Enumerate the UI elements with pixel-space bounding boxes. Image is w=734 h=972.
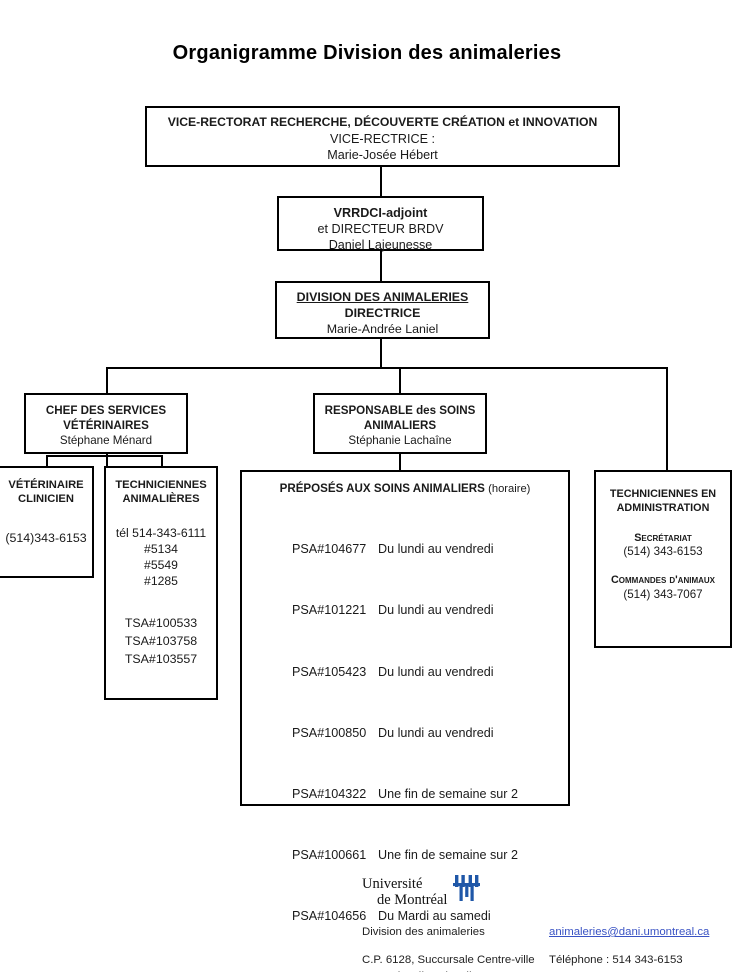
box-vrrdci-line2: et DIRECTEUR BRDV bbox=[317, 222, 444, 237]
connector-level3-bus bbox=[106, 367, 668, 369]
connector-chef-bus bbox=[46, 455, 162, 457]
list-item: PSA#100850 Du lundi au vendredi bbox=[264, 702, 568, 763]
udem-logo: Université de Montréal bbox=[362, 874, 482, 908]
preposes-schedule-3: Du lundi au vendredi bbox=[378, 725, 494, 740]
udem-crest-icon bbox=[452, 874, 482, 907]
udem-logo-text: Université de Montréal bbox=[362, 876, 447, 908]
box-vrrdci-line1: VRRDCI-adjoint bbox=[333, 206, 428, 220]
techniciennes-tel-1: #5134 bbox=[144, 541, 178, 556]
techniciennes-tel-3: #1285 bbox=[144, 573, 178, 588]
preposes-id-0: PSA#104677 bbox=[292, 542, 367, 557]
list-item: PSA#104322 Une fin de semaine sur 2 bbox=[264, 764, 568, 825]
preposes-heading: PRÉPOSÉS AUX SOINS ANIMALIERS (horaire) bbox=[242, 482, 568, 497]
box-admin-line1: TECHNICIENNES EN bbox=[609, 488, 717, 500]
udem-logo-line1: Université bbox=[362, 876, 423, 892]
box-division-line3: Marie-Andrée Laniel bbox=[326, 321, 439, 336]
box-techniciennes-line2: ANIMALIÈRES bbox=[122, 493, 200, 506]
box-chef-line1: CHEF DES SERVICES bbox=[45, 404, 167, 417]
preposes-id-6: PSA#104656 bbox=[292, 909, 367, 924]
techniciennes-tel-0: tél 514-343-6111 bbox=[115, 525, 207, 540]
connector-division-stem bbox=[380, 339, 382, 368]
list-item: PSA#106288Du jeudi au lundi bbox=[264, 947, 568, 972]
box-techniciennes-animalieres: TECHNICIENNES ANIMALIÈRES tél 514-343-61… bbox=[104, 466, 218, 700]
box-veterinaire-line1: VÉTÉRINAIRE bbox=[8, 479, 84, 491]
box-admin-secretariat-label: Secrétariat bbox=[634, 531, 692, 544]
box-veterinaire-phone: (514)343-6153 bbox=[5, 530, 87, 545]
techniciennes-tel-2: #5549 bbox=[144, 557, 178, 572]
preposes-schedule-5: Une fin de semaine sur 2 bbox=[378, 848, 519, 863]
preposes-id-3: PSA#100850 bbox=[292, 725, 367, 740]
box-veterinaire-clinicien: VÉTÉRINAIRE CLINICIEN (514)343-6153 bbox=[0, 466, 94, 578]
preposes-id-1: PSA#101221 bbox=[292, 603, 367, 618]
box-vice-rectorat-line3: Marie-Josée Hébert bbox=[327, 147, 438, 162]
box-admin-line2: ADMINISTRATION bbox=[616, 501, 710, 514]
footer-telephone: Téléphone : 514 343-6153 bbox=[549, 954, 683, 966]
footer-address-line1: C.P. 6128, Succursale Centre-ville bbox=[362, 954, 535, 966]
box-vice-rectorat-line2: VICE-RECTRICE : bbox=[330, 131, 435, 146]
connector-chef-stem bbox=[106, 454, 108, 466]
footer-division: Division des animaleries bbox=[362, 926, 485, 938]
box-admin-commandes-label: Commandes d'animaux bbox=[610, 574, 716, 587]
preposes-heading-text: PRÉPOSÉS AUX SOINS ANIMALIERS bbox=[279, 482, 485, 495]
box-responsable-line2: ANIMALIERS bbox=[363, 418, 437, 432]
preposes-heading-note: (horaire) bbox=[488, 483, 531, 495]
box-division-line1: DIVISION DES ANIMALERIES bbox=[296, 290, 469, 304]
box-veterinaire-line2: CLINICIEN bbox=[18, 493, 74, 506]
box-vice-rectorat: VICE-RECTORAT RECHERCHE, DÉCOUVERTE CRÉA… bbox=[145, 106, 620, 167]
connector-responsable-to-preposes bbox=[399, 454, 401, 470]
connector-bus-to-responsable bbox=[399, 367, 401, 393]
connector-bus-to-admin bbox=[666, 367, 668, 470]
connector-bus-to-chef bbox=[106, 367, 108, 393]
box-admin-commandes-phone: (514) 343-7067 bbox=[623, 588, 703, 602]
box-responsable-soins-animaliers: RESPONSABLE des SOINS ANIMALIERS Stéphan… bbox=[313, 393, 487, 454]
preposes-schedule-6: Du Mardi au samedi bbox=[378, 909, 491, 924]
connector-chef-to-techniciennes bbox=[161, 455, 163, 466]
box-techniciennes-line1: TECHNICIENNES bbox=[115, 479, 207, 491]
list-item: PSA#105423 Du lundi au vendredi bbox=[264, 641, 568, 702]
preposes-id-2: PSA#105423 bbox=[292, 664, 367, 679]
box-division-line2: DIRECTRICE bbox=[344, 305, 421, 320]
preposes-id-5: PSA#100661 bbox=[292, 848, 367, 863]
box-chef-line3: Stéphane Ménard bbox=[59, 433, 153, 447]
techniciennes-tsa-block: TSA#100533 TSA#103758 TSA#103557 bbox=[106, 615, 216, 669]
box-admin-secretariat-phone: (514) 343-6153 bbox=[623, 545, 703, 559]
preposes-schedule-2: Du lundi au vendredi bbox=[378, 664, 494, 679]
list-item: PSA#104656 Du Mardi au samedi bbox=[264, 886, 568, 947]
connector-adjoint-to-division bbox=[380, 251, 382, 281]
footer-email-link[interactable]: animaleries@dani.umontreal.ca bbox=[549, 926, 710, 938]
box-vrrdci-line3: Daniel Lajeunesse bbox=[328, 238, 433, 253]
preposes-schedule-7: Du jeudi au lundi bbox=[378, 970, 472, 972]
techniciennes-tsa-2: TSA#103557 bbox=[124, 652, 198, 666]
list-item: PSA#100661 Une fin de semaine sur 2 bbox=[264, 825, 568, 886]
preposes-schedule-0: Du lundi au vendredi bbox=[378, 542, 494, 557]
connector-vr-to-adjoint bbox=[380, 167, 382, 196]
box-vrrdci-adjoint: VRRDCI-adjoint et DIRECTEUR BRDV Daniel … bbox=[277, 196, 484, 253]
box-division-animaleries: DIVISION DES ANIMALERIES DIRECTRICE Mari… bbox=[275, 281, 490, 339]
box-responsable-line1: RESPONSABLE des SOINS bbox=[324, 404, 476, 417]
preposes-schedule-4: Une fin de semaine sur 2 bbox=[378, 786, 519, 801]
preposes-id-4: PSA#104322 bbox=[292, 786, 367, 801]
techniciennes-tsa-0: TSA#100533 bbox=[124, 616, 198, 631]
preposes-id-7: PSA#106288 bbox=[292, 967, 378, 972]
techniciennes-tsa-1: TSA#103758 bbox=[124, 634, 198, 649]
box-chef-services-veterinaires: CHEF DES SERVICES VÉTÉRINAIRES Stéphane … bbox=[24, 393, 188, 454]
box-techniciennes-administration: TECHNICIENNES EN ADMINISTRATION Secrétar… bbox=[594, 470, 732, 648]
techniciennes-tel-block: tél 514-343-6111 #5134 #5549 #1285 bbox=[106, 525, 216, 589]
preposes-list: PSA#104677 Du lundi au vendredi PSA#10122… bbox=[264, 519, 568, 972]
box-preposes-soins-animaliers: PRÉPOSÉS AUX SOINS ANIMALIERS (horaire) … bbox=[240, 470, 570, 972]
page-title: Organigramme Division des animaleries bbox=[172, 42, 562, 64]
list-item: PSA#101221 Du lundi au vendredi bbox=[264, 580, 568, 641]
connector-chef-to-veterinaire bbox=[46, 455, 48, 466]
box-responsable-line3: Stéphanie Lachaîne bbox=[348, 433, 452, 447]
box-chef-line2: VÉTÉRINAIRES bbox=[63, 418, 149, 432]
udem-logo-line2: de Montréal bbox=[377, 892, 448, 909]
list-item: PSA#104677 Du lundi au vendredi bbox=[264, 519, 568, 580]
preposes-schedule-1: Du lundi au vendredi bbox=[378, 603, 494, 618]
box-vice-rectorat-line1: VICE-RECTORAT RECHERCHE, DÉCOUVERTE CRÉA… bbox=[167, 115, 598, 129]
